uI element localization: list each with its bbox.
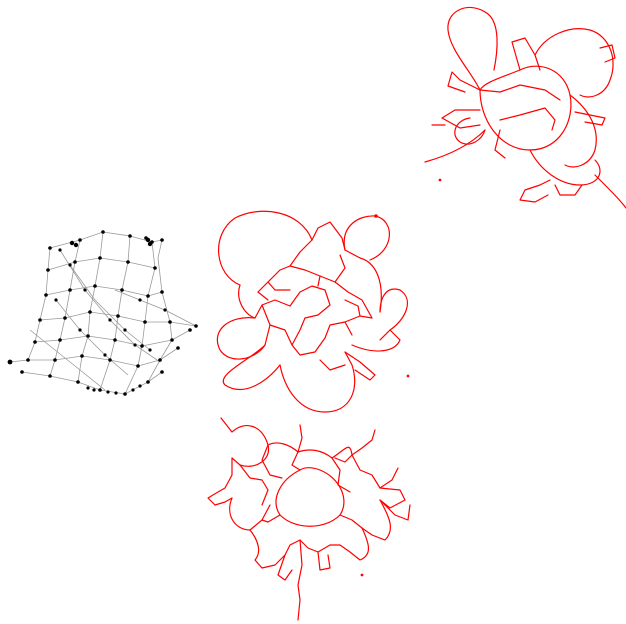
graph-nodes	[8, 230, 198, 396]
graph-edges	[10, 232, 196, 394]
panel-red-graph-top-right	[425, 7, 626, 208]
panel-red-graph-middle	[217, 211, 408, 412]
panel-red-graph-bottom	[208, 418, 410, 620]
panel-node-link-graph	[8, 230, 198, 396]
